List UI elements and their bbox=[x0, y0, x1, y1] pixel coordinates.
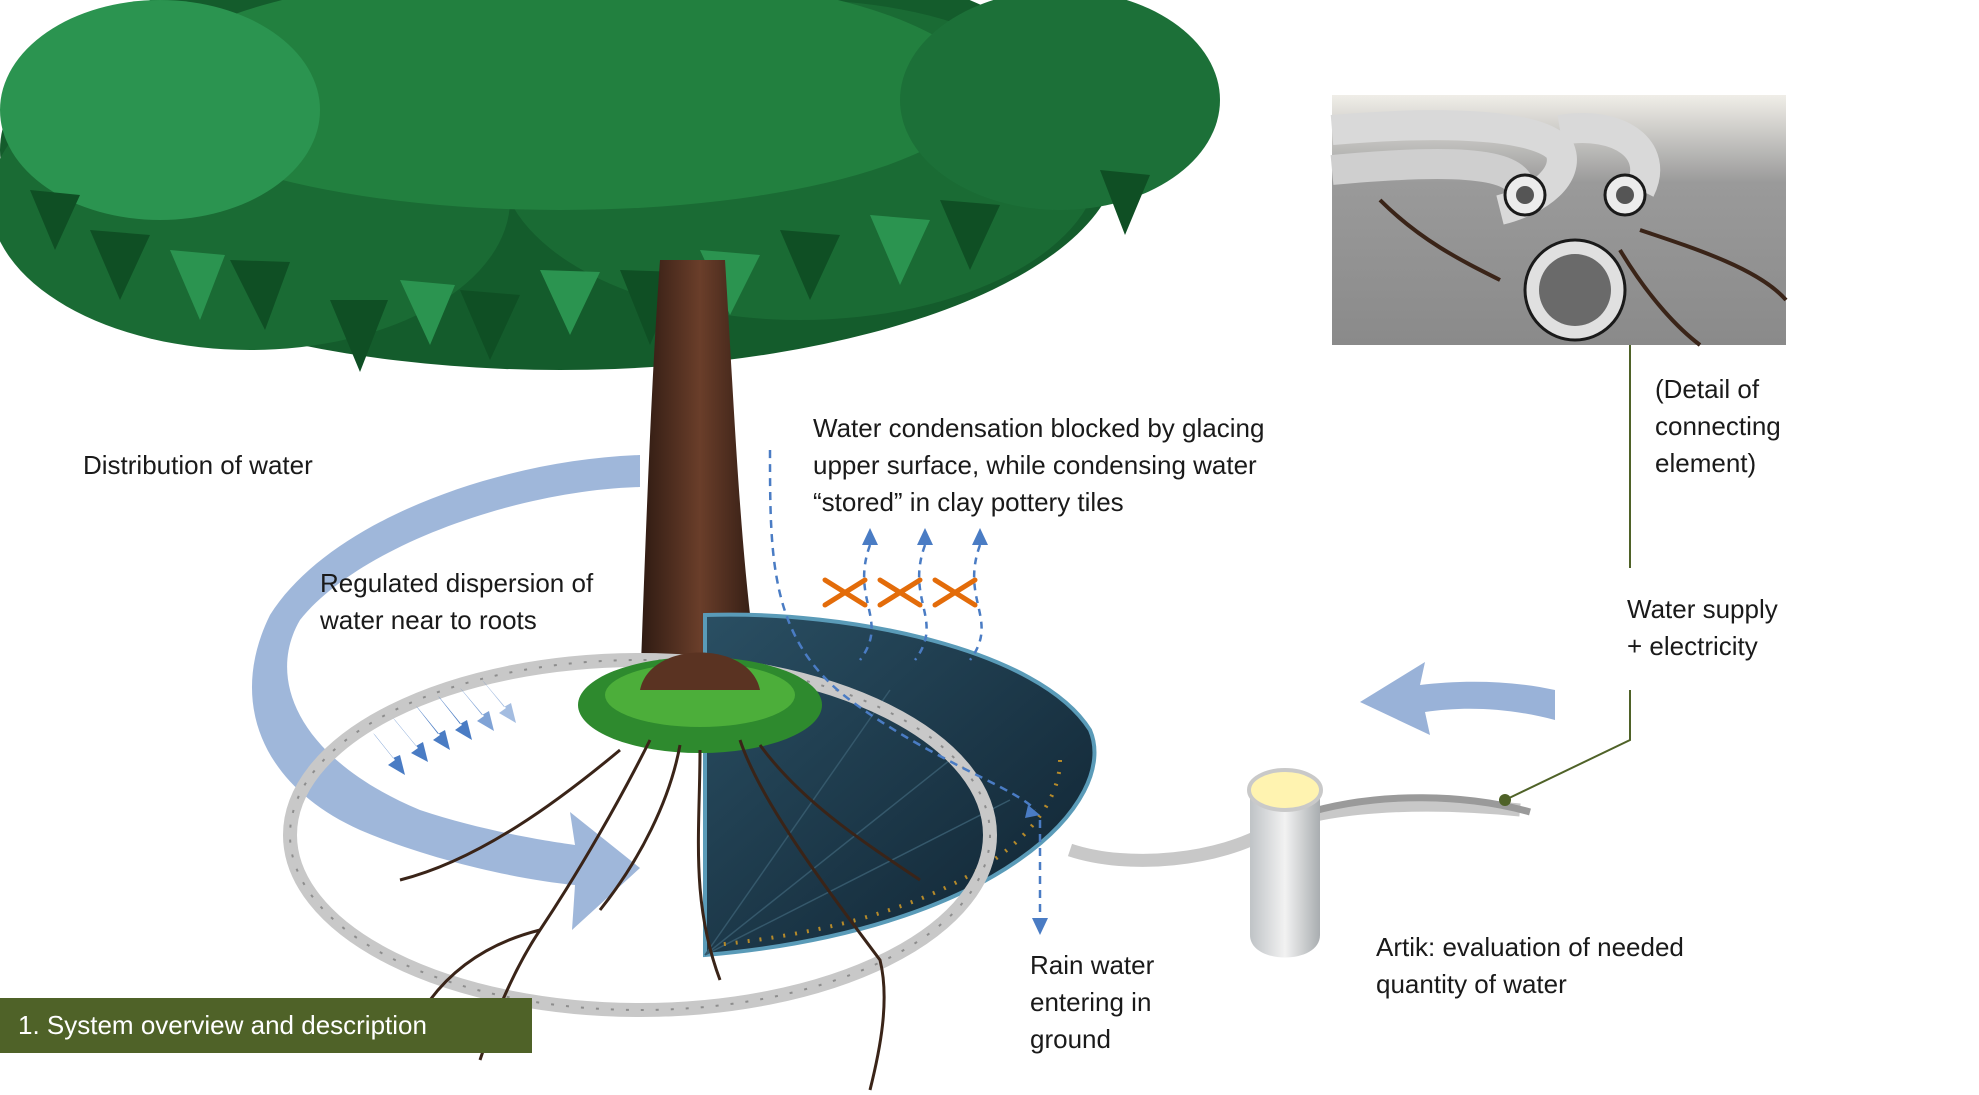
label-dispersion-line-1: Regulated dispersion of bbox=[320, 568, 594, 598]
distribution-flow-arrow bbox=[251, 455, 640, 930]
blocked-x-marks bbox=[822, 577, 978, 608]
disc-tile-lines bbox=[704, 689, 1011, 956]
label-rain-line-1: Rain water bbox=[1030, 950, 1155, 980]
secondary-pipe bbox=[1298, 794, 1531, 819]
label-artik-line-1: Artik: evaluation of needed bbox=[1376, 932, 1684, 962]
condensation-flows bbox=[858, 544, 983, 661]
label-rain-line-3: ground bbox=[1030, 1024, 1111, 1054]
connector-detail-photo bbox=[1330, 95, 1788, 347]
label-detail-line-3: element) bbox=[1655, 448, 1757, 478]
label-detail-line-2: connecting bbox=[1655, 411, 1781, 441]
rain-water-flow bbox=[768, 449, 1042, 925]
label-supply-line-2: + electricity bbox=[1627, 631, 1758, 661]
condensation-arrowheads bbox=[862, 528, 988, 545]
callout-dot-pipe bbox=[1499, 794, 1511, 806]
label-condensation-line-2: upper surface, while condensing water bbox=[813, 450, 1257, 480]
label-artik-line-2: quantity of water bbox=[1376, 969, 1567, 999]
label-distribution: Distribution of water bbox=[83, 447, 313, 484]
label-rain-line-2: entering in bbox=[1030, 987, 1152, 1017]
supply-direction-arrow bbox=[1360, 662, 1555, 735]
label-condensation-line-3: “stored” in clay pottery tiles bbox=[813, 487, 1124, 517]
tree-foliage bbox=[0, 0, 1220, 372]
callout-lines bbox=[1504, 318, 1631, 801]
label-detail-line-1: (Detail of bbox=[1655, 374, 1760, 404]
label-detail: (Detail of connecting element) bbox=[1655, 371, 1781, 482]
label-supply-line-1: Water supply bbox=[1627, 594, 1778, 624]
tree-trunk bbox=[640, 260, 760, 690]
label-dispersion: Regulated dispersion of water near to ro… bbox=[320, 565, 593, 639]
label-rain: Rain water entering in ground bbox=[1030, 947, 1154, 1058]
rain-flow-arrowhead-2 bbox=[1025, 805, 1040, 818]
artik-sensor-post bbox=[1247, 768, 1323, 958]
label-artik: Artik: evaluation of needed quantity of … bbox=[1376, 929, 1684, 1003]
dispersion-arrows bbox=[373, 680, 516, 775]
label-supply: Water supply + electricity bbox=[1627, 591, 1778, 665]
trunk-base bbox=[640, 652, 760, 690]
label-condensation-line-1: Water condensation blocked by glacing bbox=[813, 413, 1265, 443]
label-dispersion-line-2: water near to roots bbox=[320, 605, 537, 635]
disc-rim-beads bbox=[714, 759, 1062, 947]
label-distribution-text: Distribution of water bbox=[83, 450, 313, 480]
section-footer-bar: 1. System overview and description bbox=[0, 998, 532, 1053]
label-condensation: Water condensation blocked by glacing up… bbox=[813, 410, 1264, 521]
rain-flow-arrowhead bbox=[1032, 918, 1048, 935]
irrigation-ring-holes bbox=[289, 659, 991, 1011]
